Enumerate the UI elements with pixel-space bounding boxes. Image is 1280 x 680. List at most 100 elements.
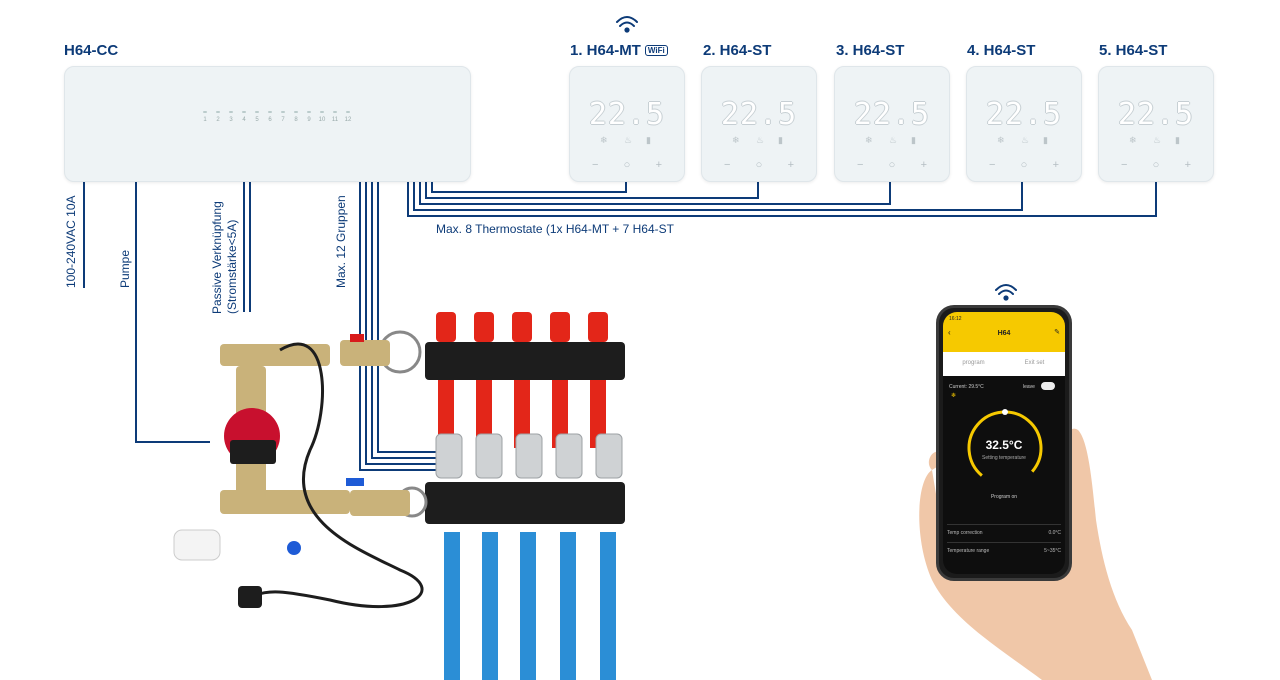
snowflake-icon: ❄ <box>1129 135 1137 145</box>
pump-label: Pumpe <box>118 249 132 288</box>
power-button[interactable]: ○ <box>1020 159 1028 171</box>
plus-button[interactable]: + <box>1052 159 1059 171</box>
led-label: 5 <box>255 117 259 123</box>
thermostat-5: 22.5 ❄ ♨ ▮ − ○ + <box>1098 66 1214 182</box>
setting-row-temperature-range[interactable]: Temperature range 5~35°C <box>947 542 1061 559</box>
thermostat-display: 22.5 <box>720 97 798 132</box>
led-label: 6 <box>268 117 272 123</box>
snowflake-icon: ❄ <box>865 135 873 145</box>
current-temp: Current: 29.5°C <box>949 384 984 390</box>
snowflake-icon: ❄ <box>951 393 957 399</box>
blue-pipes <box>444 532 616 680</box>
flow-meters <box>436 312 608 342</box>
smartphone: 16:12 H64 ‹ ✎ program Exit set Current: … <box>936 305 1072 581</box>
power-button[interactable]: ○ <box>1152 159 1160 171</box>
phone-screen: 16:12 H64 ‹ ✎ program Exit set Current: … <box>943 312 1065 574</box>
row-label: Temp correction <box>947 530 983 536</box>
controller-leds: 1 2 3 4 5 6 7 8 9 10 11 12 <box>200 111 353 123</box>
actuators <box>435 433 623 479</box>
lock-icon: ▮ <box>646 135 651 145</box>
drop-icon: ♨ <box>756 135 765 145</box>
row-value: 0.0°C <box>1048 530 1061 536</box>
led-label: 8 <box>294 117 298 123</box>
thermostat-display: 22.5 <box>985 97 1063 132</box>
controller-box: 1 2 3 4 5 6 7 8 9 10 11 12 <box>64 66 471 182</box>
lock-icon: ▮ <box>778 135 783 145</box>
led-label: 9 <box>307 117 311 123</box>
minus-button[interactable]: − <box>1121 159 1128 171</box>
wifi-badge: WiFi <box>644 45 668 56</box>
thermostat-1: 22.5 ❄ ♨ ▮ − ○ + <box>569 66 685 182</box>
power-label: 100-240VAC 10A <box>64 195 78 288</box>
lock-icon: ▮ <box>1175 135 1180 145</box>
mode-tabs: program Exit set <box>943 352 1065 376</box>
row-value: 5~35°C <box>1044 548 1061 554</box>
snowflake-icon: ❄ <box>600 135 608 145</box>
upper-manifold <box>425 342 625 380</box>
temperature-dial[interactable] <box>961 404 1049 492</box>
led-label: 3 <box>229 117 233 123</box>
plus-button[interactable]: + <box>787 159 794 171</box>
app-title: H64 <box>997 330 1011 337</box>
status-time: 16:12 <box>949 316 962 322</box>
row-label: Temperature range <box>947 548 990 554</box>
minus-button[interactable]: − <box>857 159 864 171</box>
manifold-illustration <box>173 312 625 680</box>
plus-button[interactable]: + <box>920 159 927 171</box>
power-button[interactable]: ○ <box>623 159 631 171</box>
led-label: 12 <box>344 117 352 123</box>
drop-icon: ♨ <box>1021 135 1030 145</box>
led-label: 11 <box>331 117 339 123</box>
power-button[interactable]: ○ <box>888 159 896 171</box>
thermostat-2-title: 2. H64-ST <box>703 42 772 59</box>
lock-icon: ▮ <box>911 135 916 145</box>
power-plug-icon <box>238 586 262 608</box>
app-header: 16:12 H64 ‹ ✎ <box>943 312 1065 352</box>
edit-icon[interactable]: ✎ <box>1054 329 1060 336</box>
thermostat-2: 22.5 ❄ ♨ ▮ − ○ + <box>701 66 817 182</box>
groups-label: Max. 12 Gruppen <box>334 195 348 288</box>
tab-program[interactable]: program <box>962 360 985 366</box>
controller-title: H64-CC <box>64 42 119 59</box>
minus-button[interactable]: − <box>724 159 731 171</box>
led-label: 10 <box>318 117 326 123</box>
thermostat-display: 22.5 <box>1117 97 1195 132</box>
thermostat-display: 22.5 <box>588 97 666 132</box>
setting-label: Setting temperature <box>982 455 1026 461</box>
program-on-label: Program on <box>990 494 1018 500</box>
lower-manifold <box>425 482 625 524</box>
power-button[interactable]: ○ <box>755 159 763 171</box>
drop-icon: ♨ <box>624 135 633 145</box>
leave-toggle[interactable] <box>1041 382 1055 390</box>
snowflake-icon: ❄ <box>997 135 1005 145</box>
thermostat-5-title: 5. H64-ST <box>1099 42 1168 59</box>
thermostatic-head <box>173 529 221 561</box>
minus-button[interactable]: − <box>592 159 599 171</box>
minus-button[interactable]: − <box>989 159 996 171</box>
setting-row-temp-correction[interactable]: Temp correction 0.0°C <box>947 524 1061 541</box>
thermostat-4-title: 4. H64-ST <box>967 42 1036 59</box>
drop-icon: ♨ <box>889 135 898 145</box>
thermostat-display: 22.5 <box>853 97 931 132</box>
tab-exit[interactable]: Exit set <box>1024 360 1045 366</box>
plus-button[interactable]: + <box>1184 159 1191 171</box>
lock-icon: ▮ <box>1043 135 1048 145</box>
leave-label: leave <box>1023 384 1035 390</box>
max-thermostats-label: Max. 8 Thermostate (1x H64-MT + 7 H64-ST <box>436 222 674 236</box>
wifi-icon <box>616 16 1017 301</box>
snowflake-icon: ❄ <box>732 135 740 145</box>
led-label: 7 <box>281 117 285 123</box>
plus-button[interactable]: + <box>655 159 662 171</box>
red-pipes <box>438 378 606 448</box>
back-icon[interactable]: ‹ <box>948 328 951 337</box>
drop-icon: ♨ <box>1153 135 1162 145</box>
led-label: 1 <box>203 117 207 123</box>
thermostat-3-title: 3. H64-ST <box>836 42 905 59</box>
thermostat-3: 22.5 ❄ ♨ ▮ − ○ + <box>834 66 950 182</box>
led-label: 2 <box>216 117 220 123</box>
setpoint-value: 32.5°C <box>985 438 1023 452</box>
thermostat-4: 22.5 ❄ ♨ ▮ − ○ + <box>966 66 1082 182</box>
led-label: 4 <box>242 117 246 123</box>
